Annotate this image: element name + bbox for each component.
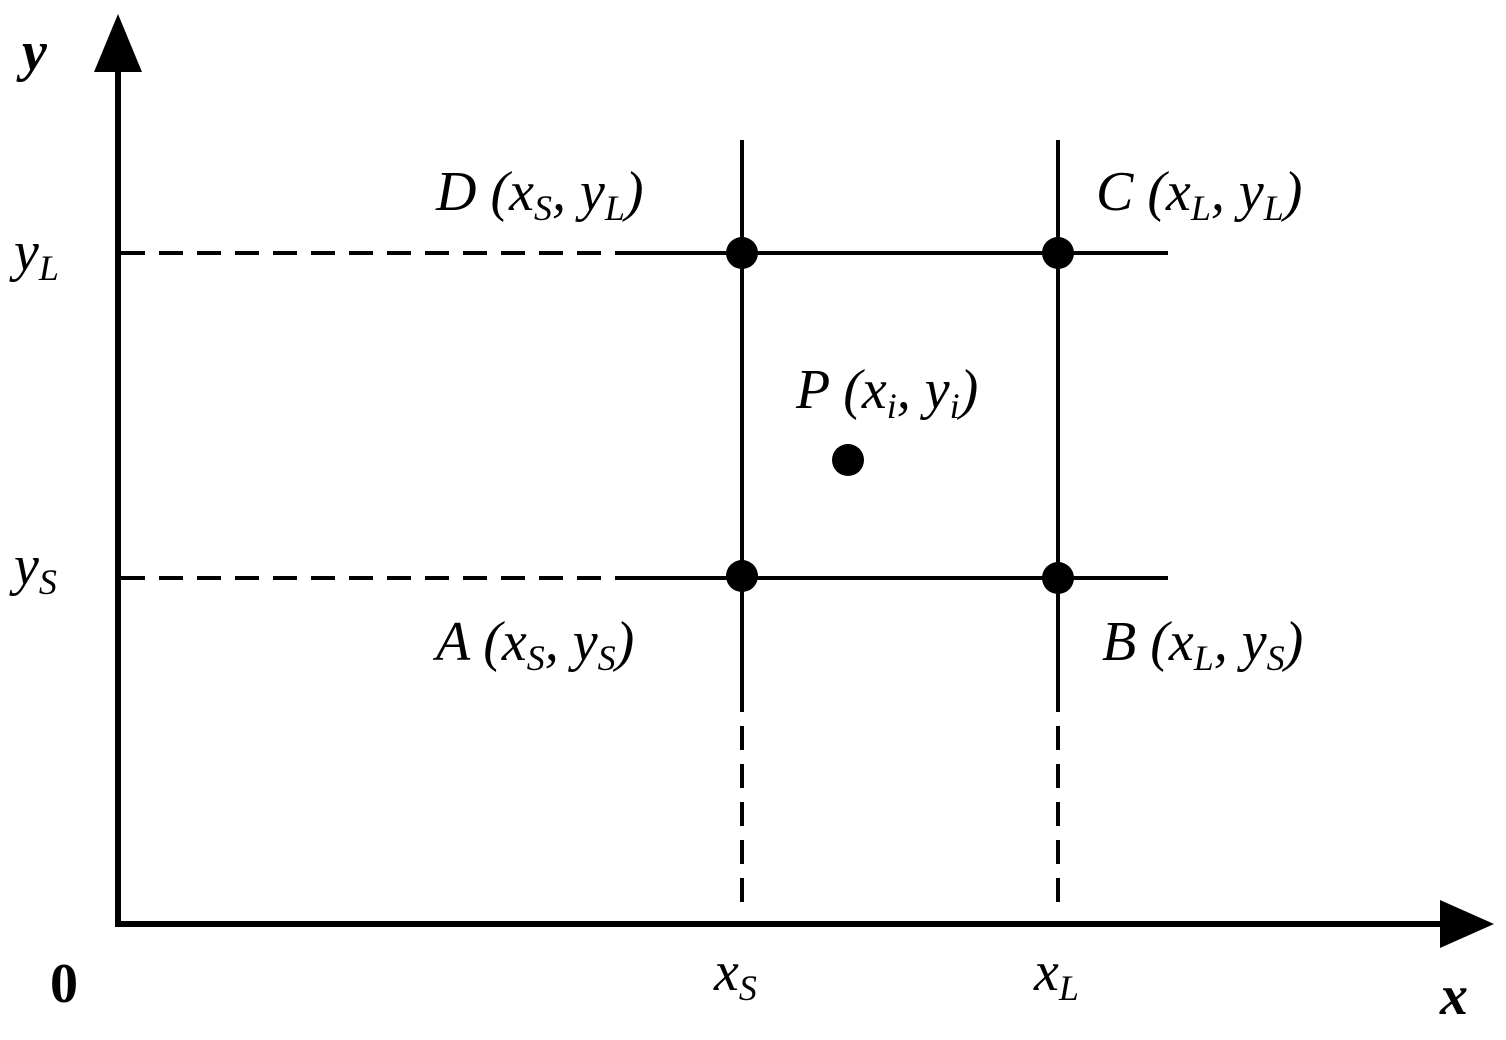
x-tick-xl: xL (1033, 941, 1079, 1008)
node-a (726, 560, 758, 592)
x-axis-label: x (1439, 965, 1468, 1027)
node-d (726, 237, 758, 269)
point-label-c: C (xL, yL) (1096, 161, 1302, 228)
y-axis-arrowhead (94, 14, 142, 72)
node-p (832, 444, 864, 476)
point-label-d: D (xS, yL) (435, 161, 644, 228)
y-axis-label: y (16, 21, 48, 83)
origin-label: 0 (50, 953, 78, 1015)
x-tick-xs: xS (713, 941, 757, 1008)
y-tick-ys: yS (9, 535, 57, 602)
y-tick-yl: yL (9, 221, 59, 288)
x-axis-arrowhead (1440, 900, 1494, 948)
point-label-p: P (xi, yi) (795, 359, 978, 426)
point-label-a: A (xS, yS) (432, 611, 634, 678)
point-label-b: B (xL, yS) (1102, 611, 1303, 678)
node-c (1042, 237, 1074, 269)
node-b (1042, 562, 1074, 594)
